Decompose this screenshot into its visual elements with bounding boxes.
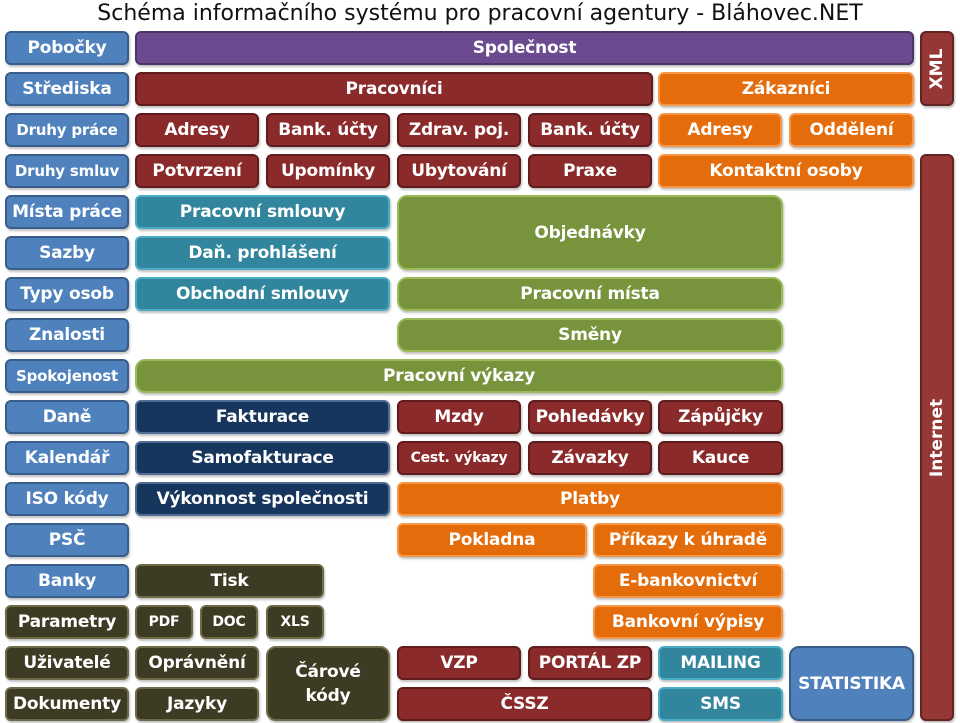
box-spolecnost: Společnost: [135, 31, 914, 65]
bar-internet: Internet: [920, 154, 954, 721]
box-zapujcky: Zápůjčky: [658, 400, 783, 434]
box-pobocky: Pobočky: [5, 31, 129, 65]
box-potvrzeni: Potvrzení: [135, 154, 259, 188]
box-sms: SMS: [658, 687, 783, 721]
box-spokojenost: Spokojenost: [5, 359, 129, 393]
box-uzivatele: Uživatelé: [5, 646, 129, 680]
box-dokumenty: Dokumenty: [5, 687, 129, 721]
box-portal-zp: PORTÁL ZP: [528, 646, 652, 680]
box-adresy-zakaznici: Adresy: [658, 113, 782, 147]
box-cest-vykazy: Cest. výkazy: [397, 441, 521, 475]
bar-xml-label: XML: [927, 48, 947, 89]
box-kauce: Kauce: [658, 441, 783, 475]
box-doc: DOC: [200, 605, 258, 639]
box-prikazy-k-uhrade: Příkazy k úhradě: [593, 523, 783, 557]
box-adresy-pracovnici: Adresy: [135, 113, 259, 147]
box-zakaznici: Zákazníci: [658, 72, 914, 106]
box-bankovni-vypisy: Bankovní výpisy: [593, 605, 783, 639]
box-opravneni: Oprávnění: [135, 646, 259, 680]
box-pokladna: Pokladna: [397, 523, 587, 557]
box-bank-ucty-zakaznici: Bank. účty: [528, 113, 652, 147]
box-iso-kody: ISO kódy: [5, 482, 129, 516]
box-mailing: MAILING: [658, 646, 783, 680]
box-ubytovani: Ubytování: [397, 154, 521, 188]
box-dane: Daně: [5, 400, 129, 434]
box-mzdy: Mzdy: [397, 400, 521, 434]
box-smeny: Směny: [397, 318, 783, 352]
box-oddeleni: Oddělení: [789, 113, 914, 147]
box-banky: Banky: [5, 564, 129, 598]
box-kontaktni-osoby: Kontaktní osoby: [658, 154, 914, 188]
box-druhy-prace: Druhy práce: [5, 113, 129, 147]
box-typy-osob: Typy osob: [5, 277, 129, 311]
box-statistika: STATISTIKA: [789, 646, 914, 721]
box-zavazky: Závazky: [528, 441, 652, 475]
box-pdf: PDF: [135, 605, 193, 639]
box-parametry: Parametry: [5, 605, 129, 639]
box-tisk: Tisk: [135, 564, 324, 598]
box-cssz: ČSSZ: [397, 687, 652, 721]
box-carove-kody: Čárové kódy: [266, 646, 390, 721]
box-obchodni-smlouvy: Obchodní smlouvy: [135, 277, 390, 311]
box-kalendar: Kalendář: [5, 441, 129, 475]
box-sazby: Sazby: [5, 236, 129, 270]
box-fakturace: Fakturace: [135, 400, 390, 434]
box-pracovni-vykazy: Pracovní výkazy: [135, 359, 783, 393]
box-pracovni-smlouvy: Pracovní smlouvy: [135, 195, 390, 229]
box-pohledavky: Pohledávky: [528, 400, 652, 434]
box-znalosti: Znalosti: [5, 318, 129, 352]
box-platby: Platby: [397, 482, 783, 516]
box-mista-prace: Místa práce: [5, 195, 129, 229]
box-bank-ucty-pracovnici: Bank. účty: [266, 113, 390, 147]
bar-internet-label: Internet: [927, 398, 947, 477]
box-pracovnici: Pracovníci: [135, 72, 653, 106]
box-xls: XLS: [266, 605, 324, 639]
box-dan-prohlaseni: Daň. prohlášení: [135, 236, 390, 270]
box-objednavky: Objednávky: [397, 195, 783, 270]
box-jazyky: Jazyky: [135, 687, 259, 721]
box-samofakturace: Samofakturace: [135, 441, 390, 475]
diagram-title: Schéma informačního systému pro pracovní…: [97, 1, 863, 26]
box-strediska: Střediska: [5, 72, 129, 106]
box-psc: PSČ: [5, 523, 129, 557]
box-praxe: Praxe: [528, 154, 652, 188]
box-druhy-smluv: Druhy smluv: [5, 154, 129, 188]
box-vykonnost-spolecnosti: Výkonnost společnosti: [135, 482, 390, 516]
box-upominky: Upomínky: [266, 154, 390, 188]
bar-xml: XML: [920, 31, 954, 106]
box-pracovni-mista: Pracovní místa: [397, 277, 783, 311]
box-zdrav-poj: Zdrav. poj.: [397, 113, 521, 147]
box-vzp: VZP: [397, 646, 521, 680]
box-e-bankovnictvi: E-bankovnictví: [593, 564, 783, 598]
